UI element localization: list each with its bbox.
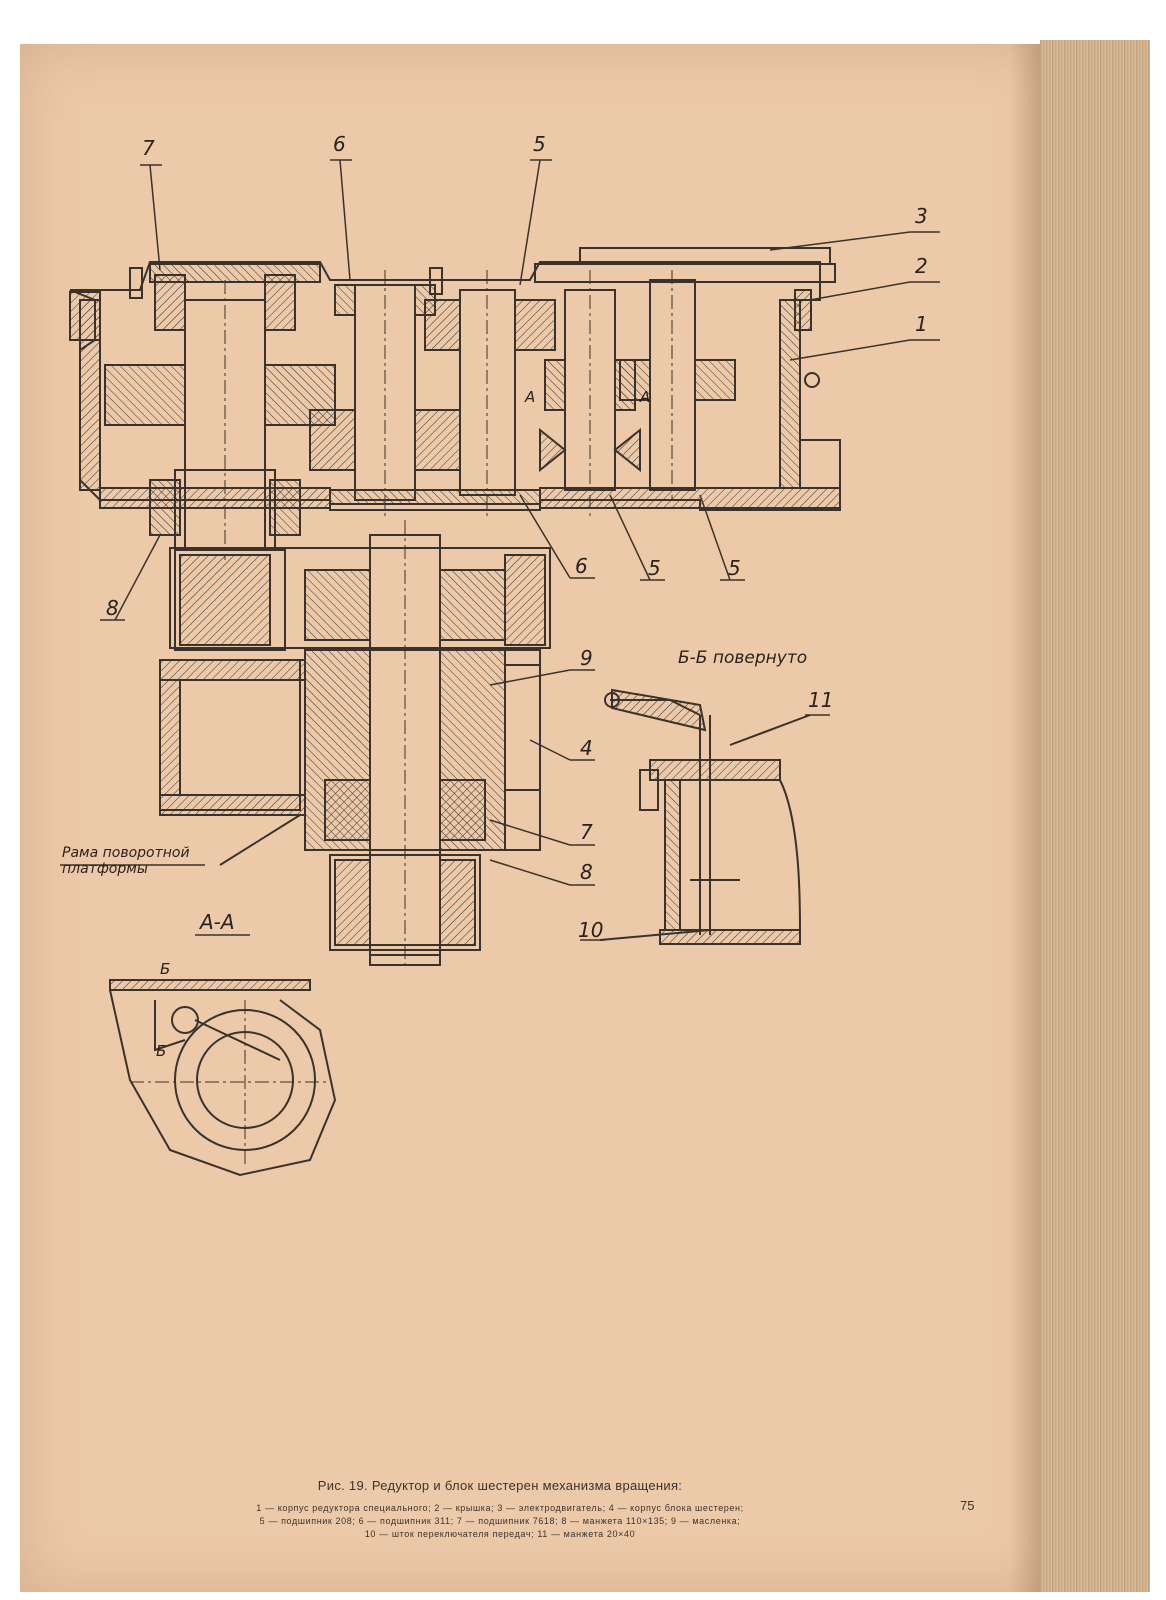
page-number: 75: [960, 1498, 975, 1513]
section-marker-b-lower: Б: [156, 1042, 167, 1060]
callout-6-bottom: 6: [575, 554, 588, 578]
legend-line-3: 10 — шток переключателя передач; 11 — ма…: [364, 1529, 636, 1539]
callout-9: 9: [580, 646, 593, 670]
callout-5-bottom-b: 5: [728, 556, 741, 580]
callout-3: 3: [915, 204, 928, 228]
callout-7-top: 7: [142, 136, 155, 160]
legend-line-2: 5 — подшипник 208; 6 — подшипник 311; 7 …: [259, 1516, 741, 1526]
figure-caption-title: Рис. 19. Редуктор и блок шестерен механи…: [317, 1478, 683, 1493]
callout-8-mid: 8: [580, 860, 593, 884]
section-bb-title: Б-Б повернуто: [678, 648, 808, 668]
section-marker-b-upper: Б: [160, 960, 171, 978]
section-aa-title: А-А: [200, 910, 235, 934]
callout-8-left: 8: [106, 596, 119, 620]
frame-label: Рама поворотной платформы: [62, 845, 190, 877]
section-marker-a-right: A: [640, 388, 651, 406]
callout-4: 4: [580, 736, 593, 760]
callout-6-top: 6: [333, 132, 346, 156]
callout-1: 1: [915, 312, 928, 336]
gearbox-section: [69, 247, 841, 560]
page-edges: [1040, 40, 1150, 1592]
leader-lines: [60, 159, 940, 941]
section-aa-drawing: [109, 979, 337, 1177]
callout-11: 11: [808, 688, 834, 712]
callout-10: 10: [578, 918, 604, 942]
gear-block-section: [159, 520, 551, 970]
section-marker-a-left: A: [525, 388, 536, 406]
callout-2: 2: [915, 254, 928, 278]
callout-5-bottom-a: 5: [648, 556, 661, 580]
callout-7-mid: 7: [580, 820, 593, 844]
callout-5-top: 5: [533, 132, 546, 156]
figure-caption-legend: 1 — корпус редуктора специального; 2 — к…: [180, 1502, 820, 1541]
section-bb-drawing: [599, 688, 811, 945]
legend-line-1: 1 — корпус редуктора специального; 2 — к…: [256, 1503, 744, 1513]
